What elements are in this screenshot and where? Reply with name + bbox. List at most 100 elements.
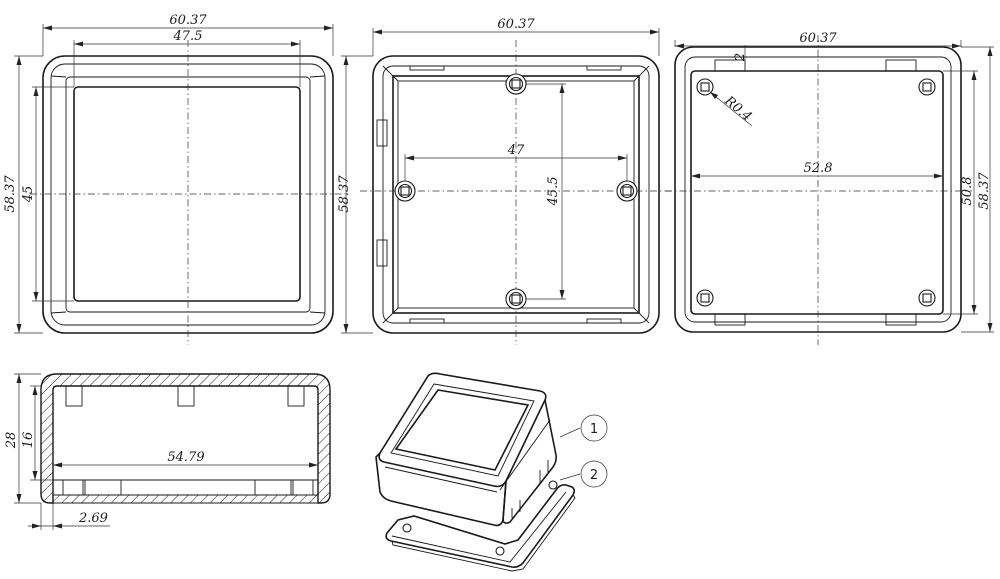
lid-edge-line — [499, 419, 551, 491]
arrowhead — [650, 29, 659, 35]
arrowhead — [53, 523, 62, 529]
dim-top-inner-height: 45 — [21, 186, 36, 204]
dim-top-width: 60.37 — [169, 13, 207, 28]
dim-base-width: 60.37 — [799, 31, 837, 46]
mount-hole-top-left — [696, 78, 714, 96]
base-screw-hole — [495, 546, 505, 556]
internal-rib — [177, 385, 195, 407]
callout-bubble-2 — [580, 460, 608, 488]
arrowhead — [405, 155, 414, 161]
lid-side-face — [502, 399, 557, 524]
mount-hole-top-right — [918, 78, 936, 96]
snap-tab — [586, 65, 622, 71]
arrowhead — [373, 29, 382, 35]
dim-boss-spacing-h: 47 — [507, 143, 525, 158]
arrowhead — [74, 41, 83, 47]
dim-top-height: 58.37 — [3, 175, 18, 213]
arrowhead — [43, 25, 52, 31]
base-plate-edge — [391, 491, 567, 563]
screw-boss-right — [616, 180, 638, 202]
corner-chamfer — [382, 307, 399, 324]
dim-bottom-width: 60.37 — [497, 17, 535, 32]
internal-rib — [287, 385, 305, 407]
arrowhead — [16, 324, 22, 333]
isometric-view: 1 2 — [375, 372, 608, 572]
snap-tab — [586, 318, 622, 324]
corner-chamfer — [633, 65, 650, 82]
arrowhead — [33, 87, 39, 96]
arrowhead — [691, 173, 700, 179]
base-plate-outline — [385, 484, 576, 568]
base-clip — [62, 479, 84, 496]
corner-chamfer — [633, 307, 650, 324]
base-tab — [885, 59, 917, 72]
lid-top-face — [378, 372, 547, 488]
section-cut-base — [52, 494, 319, 504]
arrowhead — [971, 71, 977, 80]
dim-base-radius: R0.4 — [721, 93, 755, 125]
bottom-view: 60.37 47 45.5 58.37 — [337, 17, 672, 345]
arrowhead — [309, 462, 318, 468]
arrowhead — [324, 25, 333, 31]
callout-leader — [559, 473, 581, 481]
arrowhead — [343, 324, 349, 333]
arrowhead — [618, 155, 627, 161]
callout-label-1: 1 — [590, 422, 598, 437]
dim-side-inner-length: 54.79 — [167, 450, 204, 465]
dim-side-inner-height: 16 — [21, 432, 36, 449]
arrowhead — [32, 471, 38, 480]
lid-top-recess — [394, 389, 530, 471]
arrowhead — [53, 462, 62, 468]
callout-bubble-1 — [580, 414, 608, 442]
snap-tab — [409, 65, 445, 71]
arrowhead — [952, 43, 961, 49]
dim-boss-spacing-v: 45.5 — [546, 177, 561, 207]
base-clip — [292, 479, 314, 496]
screw-boss-top — [505, 73, 527, 95]
arrowhead — [934, 173, 943, 179]
arrowhead — [675, 43, 684, 49]
lid-top-bevel — [390, 383, 535, 477]
internal-rib — [65, 385, 83, 407]
section-view: 28 16 54.79 2.69 — [4, 373, 331, 530]
base-tab — [714, 313, 746, 326]
callout-leader — [559, 427, 581, 438]
top-corner-line — [50, 75, 67, 78]
callout-label-2: 2 — [590, 468, 598, 483]
arrowhead — [559, 290, 565, 299]
arrowhead — [33, 292, 39, 301]
dim-side-height: 28 — [4, 432, 19, 450]
base-plate-view: 60.37 2 R0.4 52.8 50.8 58.37 — [665, 31, 994, 345]
top-corner-line — [50, 311, 67, 314]
side-notch — [376, 119, 388, 147]
dim-base-height: 58.37 — [977, 172, 992, 210]
corner-chamfer — [382, 65, 399, 82]
dim-bottom-height: 58.37 — [337, 175, 352, 213]
top-corner-line — [309, 75, 326, 78]
leader-line — [709, 91, 753, 127]
snap-tab — [409, 318, 445, 324]
base-clip — [254, 479, 292, 496]
top-corner-line — [309, 311, 326, 314]
base-screw-hole — [548, 480, 558, 490]
arrowhead — [291, 41, 300, 47]
dim-base-inner-height: 50.8 — [960, 177, 975, 206]
base-clip — [84, 479, 122, 496]
top-view: 60.37 47.5 58.37 45 — [3, 13, 345, 345]
screw-boss-left — [394, 180, 416, 202]
dim-base-wall: 2 — [733, 53, 748, 62]
base-screw-hole — [402, 523, 412, 533]
arrowhead — [559, 84, 565, 93]
arrowhead — [16, 374, 22, 383]
top-bevel-line — [50, 63, 326, 326]
dim-side-wall: 2.69 — [78, 511, 108, 526]
arrowhead — [710, 92, 718, 99]
mount-hole-bottom-right — [918, 289, 936, 307]
side-notch — [376, 239, 388, 267]
lid-edge-line — [384, 466, 498, 493]
base-tab — [885, 313, 917, 326]
arrowhead — [987, 323, 993, 332]
dim-base-inner-width: 52.8 — [804, 161, 833, 176]
arrowhead — [32, 386, 38, 395]
